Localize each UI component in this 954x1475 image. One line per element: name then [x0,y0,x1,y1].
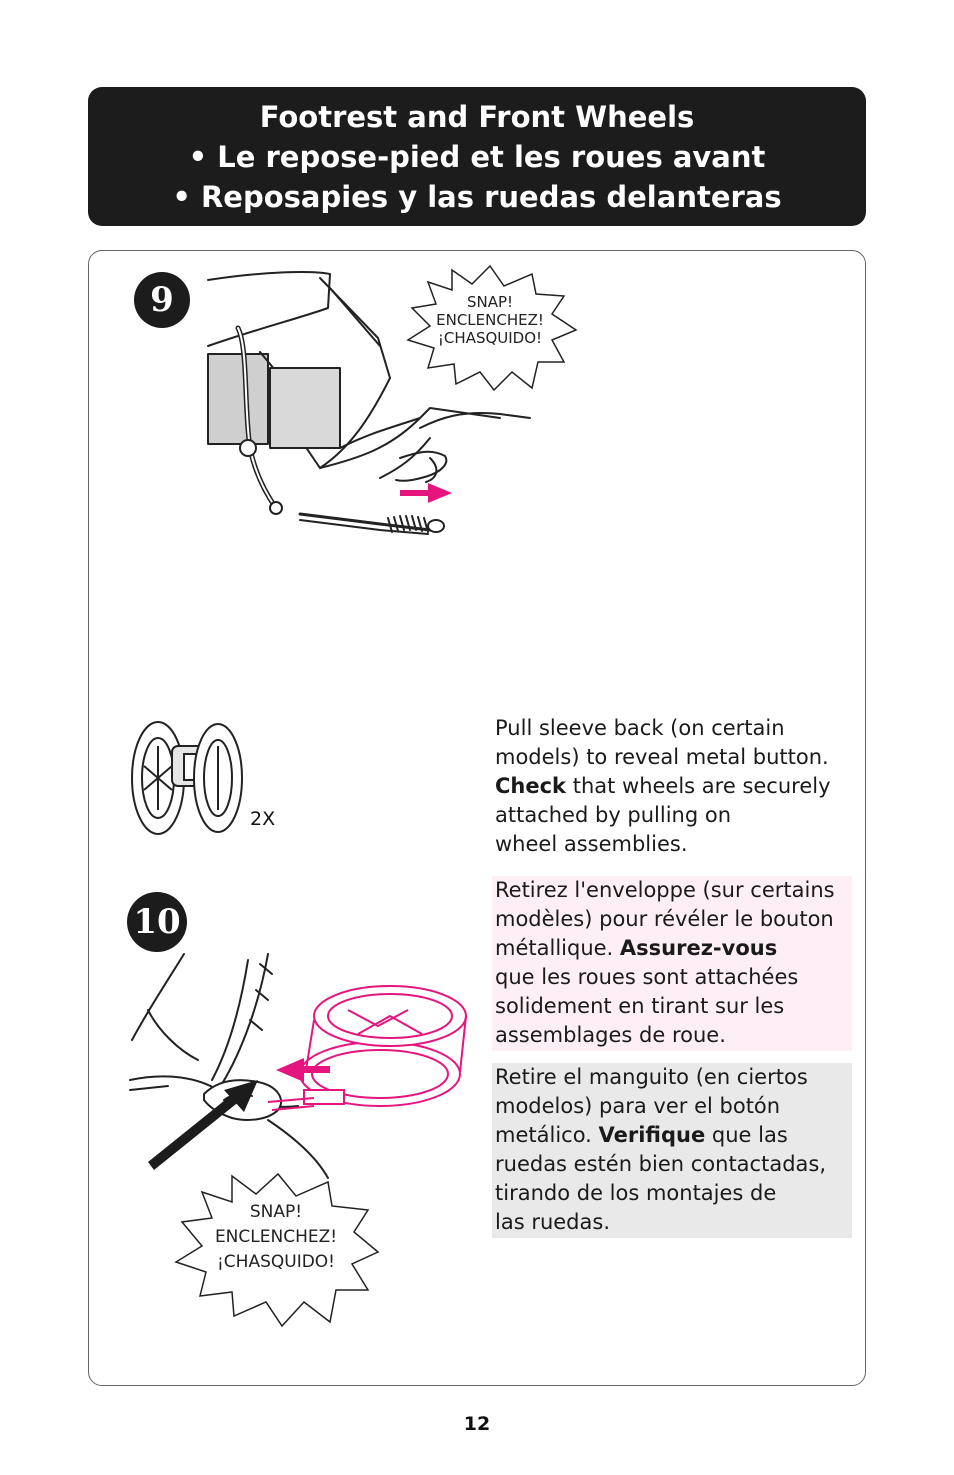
es-keyword: Verifique [598,1123,706,1147]
burst-10-line-1: SNAP! [249,1202,303,1222]
burst-9-line-1: SNAP! [466,293,514,311]
en-line-5: wheel assemblies. [495,832,688,856]
en-keyword: Check [495,774,567,798]
footrest-illustration [207,271,531,535]
en-line-2: models) to reveal metal button. [495,745,829,769]
fr-line-4: que les roues sont attachées [495,965,799,989]
burst-10-line-3: ¡CHASQUIDO! [216,1252,335,1272]
front-wheel-illustration [129,953,467,1179]
page-number: 12 [463,1413,491,1435]
step-9-badge: 9 [134,272,190,328]
header-title-fr: • Le repose-pied et les roues avant [188,139,766,174]
snap-burst-9 [406,264,578,392]
en-line-3-rest: that wheels are securely [566,774,831,798]
es-line-5: tirando de los montajes de [495,1181,777,1205]
es-line-1: Retire el manguito (en ciertos [495,1065,808,1089]
fr-line-2: modèles) pour révéler le bouton [495,907,834,931]
en-line-1: Pull sleeve back (on certain [495,716,785,740]
fr-line-6: assemblages de roue. [495,1023,726,1047]
instructions-en: Pull sleeve back (on certain models) to … [495,714,855,859]
step-10-badge: 10 [127,892,187,952]
section-header: Footrest and Front Wheels • Le repose-pi… [88,87,866,226]
es-line-3-rest: que las [705,1123,788,1147]
es-line-3-pre: metálico. [495,1123,599,1147]
snap-burst-10-text: SNAP! ENCLENCHEZ! ¡CHASQUIDO! [186,1200,366,1275]
fr-keyword: Assurez-vous [619,936,778,960]
header-title-es: • Reposapies y las ruedas delanteras [172,179,782,214]
instruction-panel [88,250,866,1386]
burst-10-line-2: ENCLENCHEZ! [214,1227,338,1247]
burst-9-line-3: ¡CHASQUIDO! [437,329,543,347]
wheel-quantity: 2X [250,808,276,830]
fr-line-1: Retirez l'enveloppe (sur certains [495,878,835,902]
snap-burst-10 [174,1172,380,1328]
snap-burst-9-text: SNAP! ENCLENCHEZ! ¡CHASQUIDO! [410,293,570,347]
wheel-assembly-icon [131,721,243,835]
fr-line-3-pre: métallique. [495,936,620,960]
es-line-4: ruedas estén bien contactadas, [495,1152,827,1176]
header-title-en: Footrest and Front Wheels [259,99,695,134]
step-9-number: 9 [150,280,174,320]
en-line-3: Check that wheels are securely [495,772,855,801]
instructions-fr: Retirez l'enveloppe (sur certains modèle… [492,876,852,1051]
en-line-4: attached by pulling on [495,803,732,827]
instructions-es: Retire el manguito (en ciertos modelos) … [492,1063,852,1238]
fr-line-5: solidement en tirant sur les [495,994,785,1018]
es-line-3: metálico. Verifique que las [495,1121,852,1150]
es-line-6: las ruedas. [495,1210,610,1234]
es-line-2: modelos) para ver el botón [495,1094,781,1118]
fr-line-3: métallique. Assurez-vous [495,934,852,963]
step-10-number: 10 [133,902,181,942]
burst-9-line-2: ENCLENCHEZ! [436,311,544,329]
